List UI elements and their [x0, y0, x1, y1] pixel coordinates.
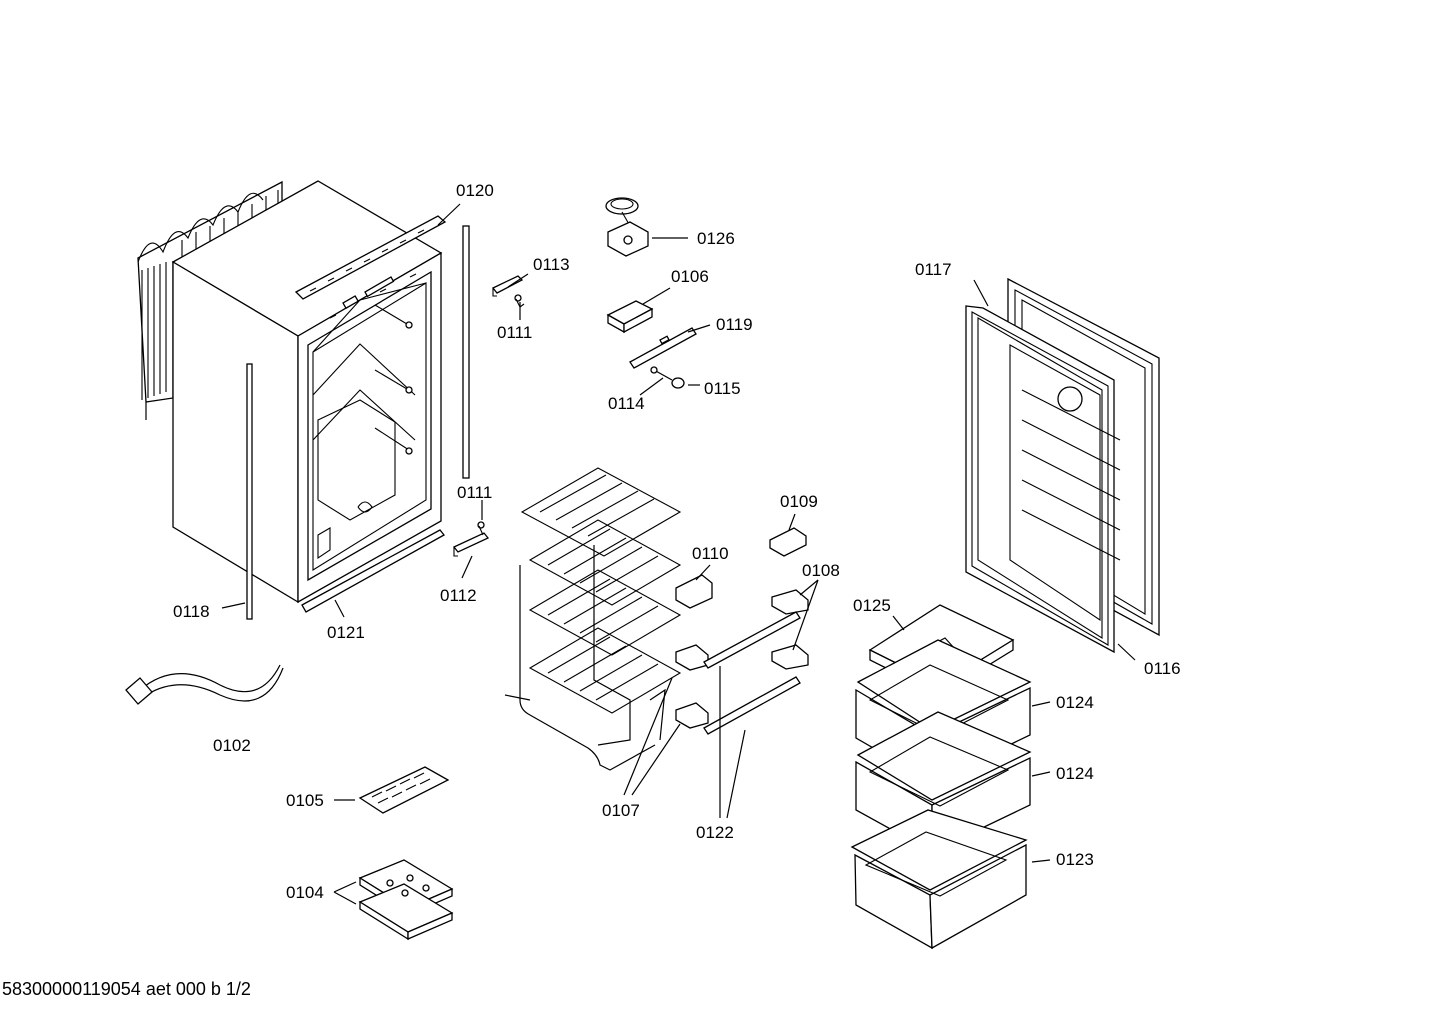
- callout-0111: 0111: [497, 323, 532, 342]
- callout-0106: 0106: [671, 267, 709, 286]
- callout-0122: 0122: [696, 823, 734, 842]
- callout-0116: 0116: [1144, 659, 1181, 678]
- callout-0111-lower: 0111: [457, 483, 492, 502]
- door-assembly: [965, 277, 1160, 654]
- callout-0112: 0112: [440, 586, 477, 605]
- shelf-supports: [675, 527, 809, 735]
- callout-0109: 0109: [780, 492, 818, 511]
- callout-0123: 0123: [1056, 850, 1094, 869]
- leader-lines: [221, 203, 1136, 905]
- callout-0107: 0107: [602, 801, 640, 820]
- callout-0102: 0102: [213, 736, 251, 755]
- callout-0105: 0105: [286, 791, 324, 810]
- callout-0117: 0117: [915, 260, 952, 279]
- evaporator-shelves: [504, 467, 682, 771]
- callout-0110: 0110: [692, 544, 729, 563]
- callout-labels: 0120 0126 0113 0111 0106 0119 0114 0115 …: [173, 181, 1181, 902]
- accessories: [125, 664, 454, 941]
- thermostat-group: [605, 197, 697, 389]
- callout-0120: 0120: [456, 181, 494, 200]
- cabinet-body: [137, 180, 470, 620]
- callout-0104: 0104: [286, 883, 324, 902]
- callout-0119: 0119: [716, 315, 753, 334]
- freezer-drawers: [850, 604, 1032, 950]
- callout-0126: 0126: [697, 229, 735, 248]
- callout-0108: 0108: [802, 561, 840, 580]
- callout-0114: 0114: [608, 394, 645, 413]
- callout-0113: 0113: [533, 255, 570, 274]
- callout-0125: 0125: [853, 596, 891, 615]
- callout-0118: 0118: [173, 602, 210, 621]
- callout-0121: 0121: [327, 623, 365, 642]
- callout-0115: 0115: [704, 379, 741, 398]
- callout-0124-upper: 0124: [1056, 693, 1094, 712]
- hinge-parts: [452, 275, 525, 557]
- drawing-footer-id: 58300000119054 aet 000 b 1/2: [2, 979, 251, 999]
- callout-0124-lower: 0124: [1056, 764, 1094, 783]
